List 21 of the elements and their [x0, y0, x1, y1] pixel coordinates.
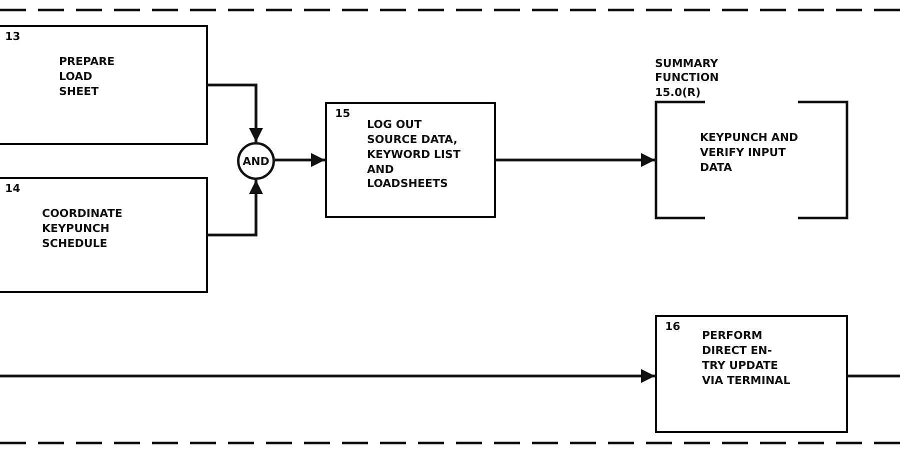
- step-number: 13: [5, 31, 20, 44]
- step-number: 14: [5, 183, 20, 196]
- process-label: LOG OUT SOURCE DATA, KEYWORD LIST AND LOADSHEETS: [367, 118, 462, 192]
- process-box: [0, 25, 208, 145]
- process-label: KEYPUNCH AND VERIFY INPUT DATA: [700, 131, 800, 176]
- process-box: [325, 102, 496, 218]
- process-label: COORDINATE KEYPUNCH SCHEDULE: [42, 207, 124, 252]
- arrow: [208, 180, 263, 236]
- process-box: [655, 315, 848, 433]
- arrow: [275, 153, 325, 167]
- gate-label: AND: [242, 154, 270, 168]
- process-label: PERFORM DIRECT EN- TRY UPDATE VIA TERMINAL: [702, 329, 792, 388]
- and-gate-circle: [237, 142, 275, 180]
- arrow: [0, 369, 655, 383]
- arrow: [208, 84, 263, 142]
- process-label: PREPARE LOAD SHEET: [59, 55, 116, 100]
- arrow: [496, 153, 655, 167]
- step-number: 15: [335, 108, 350, 120]
- function-heading: SUMMARY FUNCTION 15.0(R): [655, 57, 720, 100]
- step-number: 16: [665, 321, 680, 334]
- process-box: [0, 177, 208, 293]
